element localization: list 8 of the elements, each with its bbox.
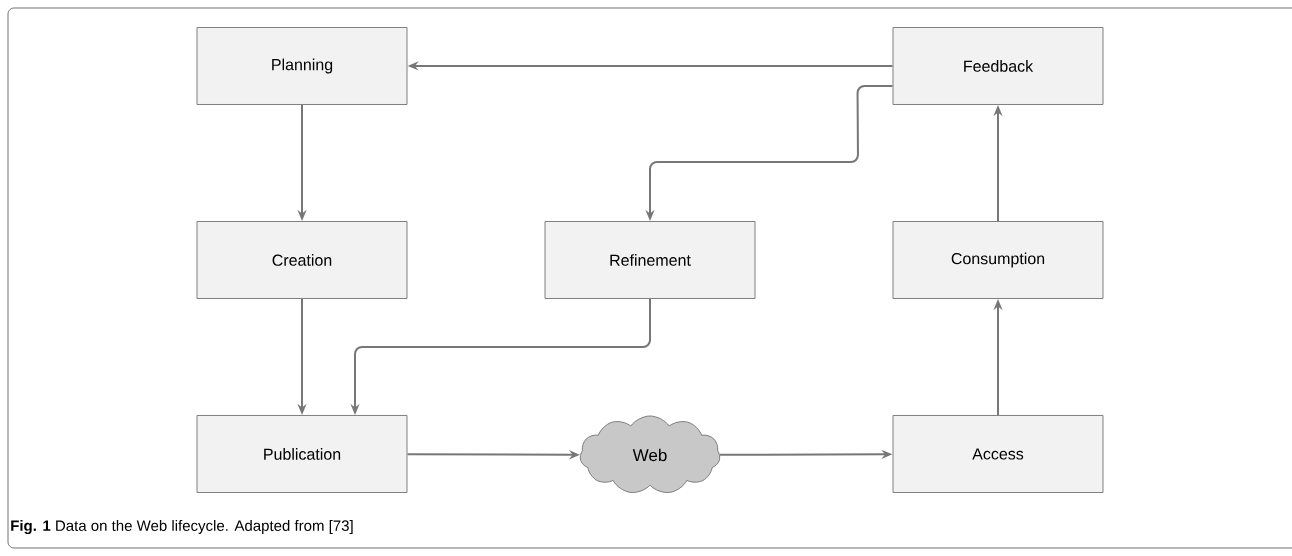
figure-caption: Fig. 1 Data on the Web lifecycle. Adapted from [73] [11,519,353,534]
process-box: Planning [196,27,408,105]
process-box: Access [892,415,1104,493]
process-box: Feedback [892,27,1104,105]
process-box: Consumption [892,221,1104,299]
process-box: Publication [196,415,408,493]
process-box: Creation [196,221,408,299]
process-box: Refinement [544,221,756,299]
